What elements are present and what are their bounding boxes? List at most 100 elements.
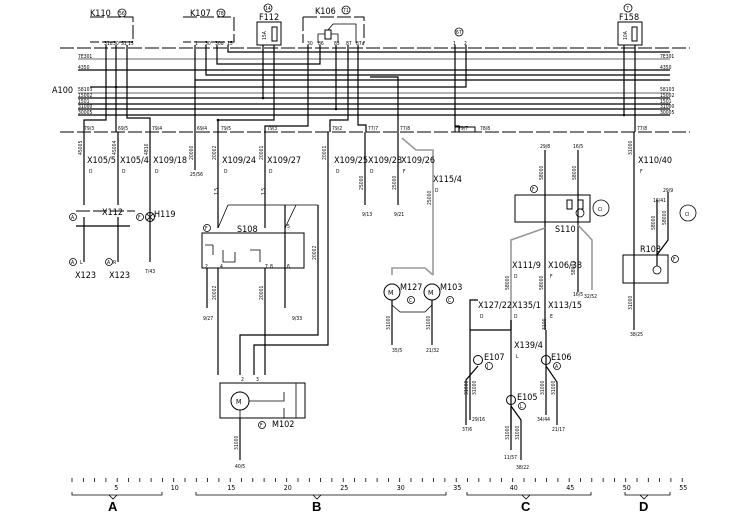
k106-ref: 71	[343, 8, 349, 14]
s108-switch-contacts	[205, 244, 261, 263]
endpoint-ref: 21/32	[426, 348, 439, 354]
tap-box-79-7	[454, 126, 476, 133]
s108-pin: 8	[270, 264, 273, 270]
endpoint-ref: 38/25	[630, 332, 643, 338]
bus-tap-label: 79/5	[221, 126, 231, 132]
e105-ref-circle	[518, 402, 526, 410]
r108-box	[622, 254, 669, 284]
s108-pin: 3	[256, 377, 259, 383]
scale-tick-label: 5	[114, 484, 118, 492]
endpoint-ref: 16/41	[653, 198, 666, 204]
bus-tap-label: 79/7	[458, 126, 468, 132]
connector-ref: D	[514, 274, 518, 280]
bus-label-right: 7E301	[660, 54, 674, 60]
x123-left-ref: A	[71, 260, 75, 266]
wire-s110	[544, 150, 579, 330]
pin-label: 15	[227, 41, 233, 47]
connector-label: X135/1	[512, 301, 541, 311]
endpoint-ref: 29/16	[472, 417, 485, 423]
k107-ref: 78	[218, 11, 224, 17]
m127-label: M127	[400, 283, 422, 293]
wire-k106-87	[329, 45, 349, 132]
top-components	[90, 3, 643, 46]
connector-label: X109/27	[267, 156, 301, 166]
wire-k106-87a	[357, 45, 367, 132]
connector-label: X105/5	[87, 156, 116, 166]
connector-label: X109/25	[334, 156, 368, 166]
f112-fuse-icon	[271, 26, 278, 42]
s108-label: S108	[237, 225, 258, 235]
wire-code: 25000	[359, 176, 365, 190]
bus-label-left: 15002	[78, 93, 92, 99]
bus-label-left: 4350	[78, 65, 90, 71]
e107-lamp-icon	[473, 355, 483, 365]
wire-code: 31000	[234, 436, 240, 450]
wire-k107-15	[227, 45, 670, 53]
wire-e105-out	[510, 405, 522, 460]
wire-k107-30	[205, 45, 670, 76]
wire-code: 1.5	[214, 188, 220, 195]
bus-label-right: 30005	[660, 110, 674, 116]
s108-pin: 2	[205, 264, 208, 270]
connector-label: X111/9	[512, 261, 541, 271]
wire-r108	[656, 192, 669, 266]
e107-ref-circle	[485, 362, 493, 370]
e107-label: E107	[484, 353, 505, 363]
m127-symbol: M	[388, 289, 393, 297]
bus-label-right: 58103	[660, 87, 674, 93]
scale-tick-label: 20	[284, 484, 292, 492]
pin-label: 30	[205, 41, 211, 47]
r108-label: R108	[640, 245, 661, 255]
wire-e106	[545, 330, 558, 425]
k106-box	[302, 16, 365, 43]
h119-ref-circle	[136, 213, 144, 221]
wire-m127-m103	[391, 267, 434, 276]
scale-tick-label: 50	[623, 484, 631, 492]
connector-ref: D	[269, 169, 273, 175]
k106-relay-coil-icon	[324, 29, 332, 40]
wire-code: 20001	[259, 146, 265, 160]
j67-ref-circle	[454, 27, 464, 37]
wire-code: 4810	[144, 143, 150, 155]
wire-s110-grey	[510, 224, 593, 330]
e106-label: E106	[551, 353, 572, 363]
bus-label-left: 31000	[78, 104, 92, 110]
bus-tap-label: 69/4	[197, 126, 207, 132]
bus-tap-label: 79/3	[84, 126, 94, 132]
wire-code: 25000	[392, 176, 398, 190]
k110-box	[90, 16, 134, 43]
wire-code: 31000	[426, 316, 432, 330]
wire-code: 45005	[78, 141, 84, 155]
endpoint-ref: 16/5	[573, 144, 583, 150]
m102-label: M102	[272, 420, 294, 430]
k110-ref-circle	[117, 8, 127, 18]
x123-left-pin: L	[80, 260, 83, 266]
wire-j67-1	[454, 45, 460, 132]
e106-ref-circle	[553, 362, 561, 370]
endpoint-ref: 25/56	[190, 172, 203, 178]
pin-label: 86	[318, 41, 324, 47]
wire-code: 31000	[472, 381, 478, 395]
connector-ref: F	[550, 274, 553, 280]
scale-tick-label: 15	[227, 484, 235, 492]
wire-code: 31000	[464, 381, 470, 395]
bus-tap-label: 77/8	[637, 126, 647, 132]
junction-dot	[261, 96, 265, 100]
wire-code: 31000	[386, 316, 392, 330]
m103-label: M103	[440, 283, 462, 293]
connector-ref: D	[155, 169, 159, 175]
m102-ref: F	[260, 423, 263, 429]
s110-resistor2-icon	[577, 199, 584, 210]
section-marker	[108, 494, 118, 500]
pin-label: 85	[334, 41, 340, 47]
k107-ref-circle	[216, 8, 226, 18]
s108-pin: 2	[241, 377, 244, 383]
scale-tick-label: 40	[510, 484, 518, 492]
pin-label: 30d	[215, 41, 224, 47]
a100-label: A100	[52, 86, 73, 96]
k110-label: K110	[90, 9, 111, 19]
connector-ref: D	[370, 169, 374, 175]
k110-ref: 56	[119, 11, 125, 17]
section-label-d: D	[639, 499, 648, 514]
